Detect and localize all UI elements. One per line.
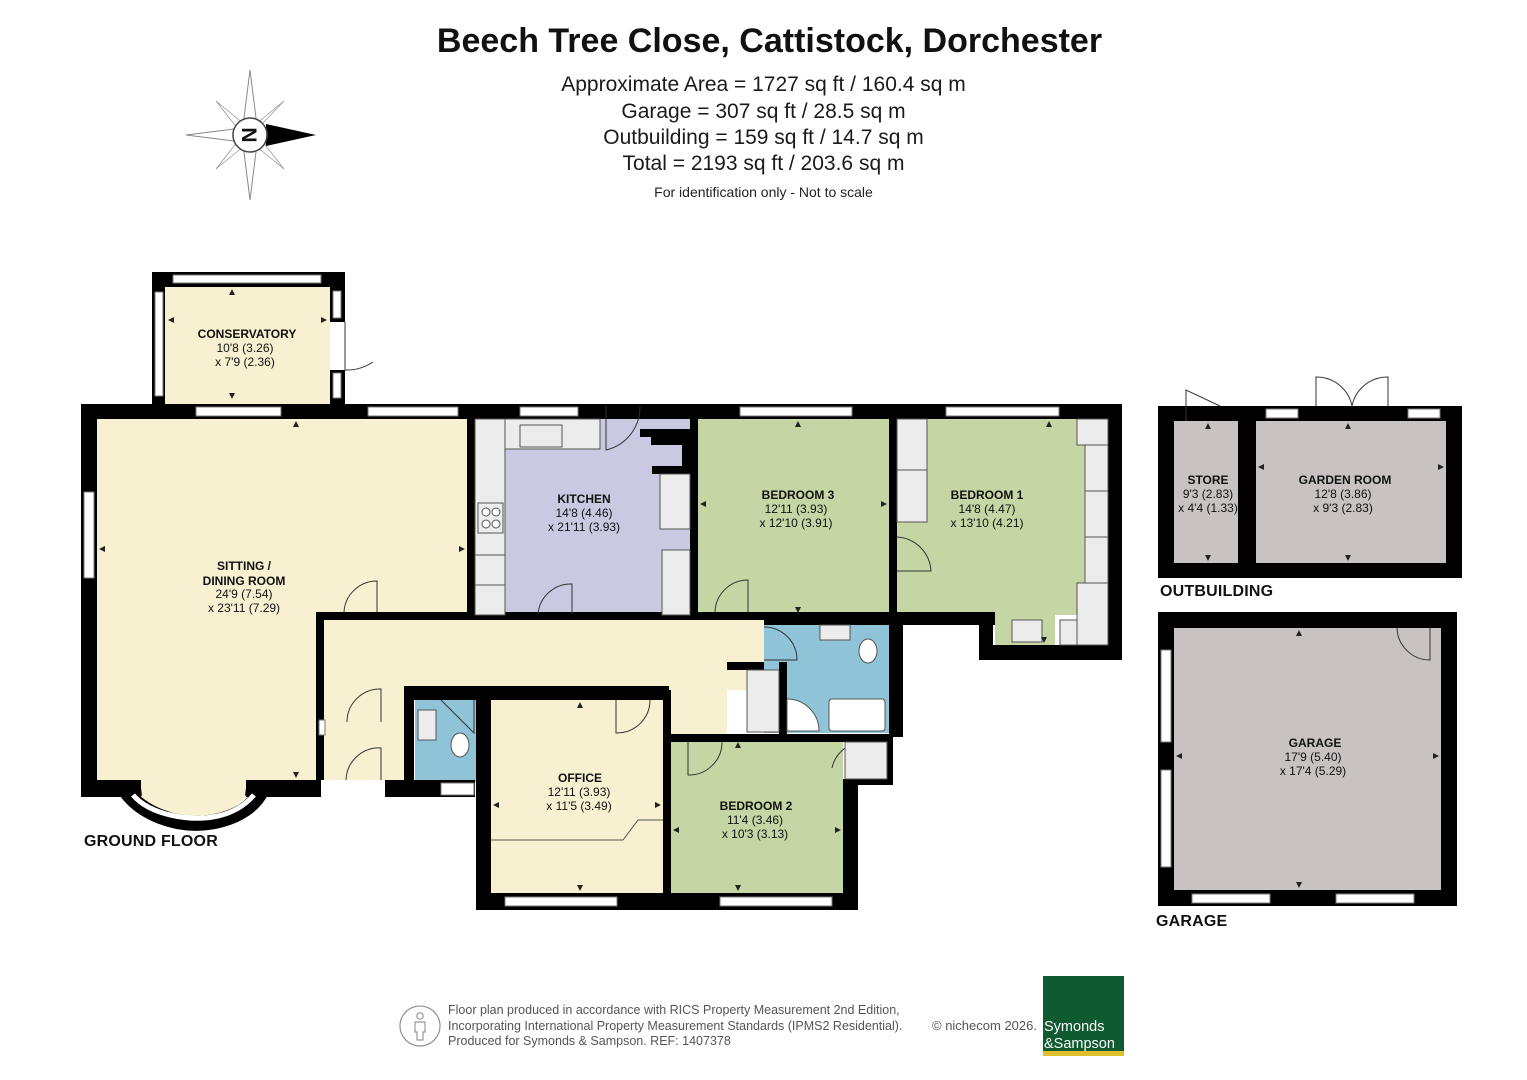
bedroom2-dim2: x 10'3 (3.13) bbox=[722, 827, 788, 841]
logo-bar bbox=[1043, 1051, 1124, 1056]
footer-note: Floor plan produced in accordance with R… bbox=[448, 1003, 902, 1050]
disclaimer: For identification only - Not to scale bbox=[654, 184, 873, 200]
ipms-person-icon bbox=[399, 1005, 441, 1047]
windows bbox=[83, 274, 1441, 907]
logo-text-1: Symonds bbox=[1044, 1019, 1105, 1035]
conservatory-fill bbox=[165, 287, 330, 405]
ground-floor-label: GROUND FLOOR bbox=[84, 833, 218, 850]
kitchen-fill bbox=[475, 419, 690, 616]
bedroom3-label: BEDROOM 3 bbox=[762, 488, 835, 502]
bedroom1-dim1: 14'8 (4.47) bbox=[959, 502, 1016, 516]
porch-fill bbox=[320, 690, 408, 780]
bedroom1-label: BEDROOM 1 bbox=[951, 488, 1024, 502]
garage-fill bbox=[1174, 628, 1441, 890]
compass-letter: N bbox=[237, 127, 260, 142]
hall-recess-fill bbox=[667, 690, 727, 738]
bedroom3-dim2: x 12'10 (3.91) bbox=[759, 516, 832, 530]
office-fill bbox=[491, 700, 663, 893]
conservatory-label: CONSERVATORY bbox=[198, 327, 297, 341]
office-dim2: x 11'5 (3.49) bbox=[546, 799, 611, 813]
garage-label: GARAGE bbox=[1289, 736, 1342, 750]
garden-room-label: GARDEN ROOM bbox=[1299, 473, 1392, 487]
garage-dim2: x 17'4 (5.29) bbox=[1280, 764, 1346, 778]
kitchen-dim1: 14'8 (4.46) bbox=[556, 506, 613, 520]
sitting-room-label: SITTING / bbox=[217, 559, 272, 573]
conservatory-dim2: x 7'9 (2.36) bbox=[215, 355, 275, 369]
bedroom2-label: BEDROOM 2 bbox=[720, 799, 793, 813]
office-label: OFFICE bbox=[558, 771, 602, 785]
garage-dim1: 17'9 (5.40) bbox=[1285, 750, 1342, 764]
fittings bbox=[417, 418, 1109, 780]
store-label: STORE bbox=[1187, 473, 1228, 487]
garage-floor-label: GARAGE bbox=[1156, 913, 1228, 930]
footer-line-3: Produced for Symonds & Sampson. REF: 140… bbox=[448, 1034, 731, 1048]
sitting-room-fill bbox=[97, 419, 467, 819]
sitting-room-dim1: 24'9 (7.54) bbox=[216, 587, 273, 601]
office-desk bbox=[491, 819, 663, 841]
store-dim2: x 4'4 (1.33) bbox=[1178, 501, 1238, 515]
garage-area: Garage = 307 sq ft / 28.5 sq m bbox=[621, 100, 906, 123]
office-dim1: 12'11 (3.93) bbox=[548, 785, 611, 799]
sitting-room-dim2: x 23'11 (7.29) bbox=[208, 601, 280, 615]
garden-room-fill bbox=[1256, 421, 1446, 563]
room-labels: CONSERVATORY 10'8 (3.26) x 7'9 (2.36) SI… bbox=[198, 327, 1392, 841]
measurement-arrows bbox=[99, 289, 1444, 891]
plan-title: Beech Tree Close, Cattistock, Dorchester bbox=[436, 22, 1103, 60]
logo-text-2: &Sampson bbox=[1044, 1036, 1115, 1052]
footer-line-2: Incorporating International Property Mea… bbox=[448, 1018, 903, 1033]
hall-fill bbox=[316, 620, 764, 690]
footer-line-1: Floor plan produced in accordance with R… bbox=[448, 1003, 900, 1017]
kitchen-dim2: x 21'11 (3.93) bbox=[548, 520, 620, 534]
bedroom2-fill bbox=[671, 740, 843, 893]
copyright: © nichecom 2026. bbox=[932, 1018, 1037, 1033]
bedroom3-fill bbox=[698, 419, 889, 615]
total-area: Total = 2193 sq ft / 203.6 sq m bbox=[622, 152, 905, 175]
bedroom1-dim2: x 13'10 (4.21) bbox=[950, 516, 1023, 530]
agent-logo: Symonds &Sampson bbox=[1043, 976, 1124, 1056]
outbuilding-label: OUTBUILDING bbox=[1160, 583, 1274, 600]
bedroom1-fill bbox=[897, 419, 1108, 615]
conservatory-dim1: 10'8 (3.26) bbox=[217, 341, 274, 355]
store-fill bbox=[1174, 421, 1238, 563]
kitchen-label: KITCHEN bbox=[557, 492, 610, 506]
bay-window bbox=[111, 780, 274, 831]
approximate-area: Approximate Area = 1727 sq ft / 160.4 sq… bbox=[561, 73, 966, 96]
bedroom3-dim1: 12'11 (3.93) bbox=[765, 502, 828, 516]
garden-room-dim2: x 9'3 (2.83) bbox=[1313, 501, 1373, 515]
garden-room-dim1: 12'8 (3.86) bbox=[1315, 487, 1372, 501]
bathroom-fixtures bbox=[450, 507, 886, 758]
store-dim1: 9'3 (2.83) bbox=[1183, 487, 1233, 501]
sitting-room-label-2: DINING ROOM bbox=[203, 574, 286, 588]
outbuilding-area: Outbuilding = 159 sq ft / 14.7 sq m bbox=[603, 126, 924, 149]
bedroom2-dim1: 11'4 (3.46) bbox=[727, 813, 783, 827]
compass-icon: N bbox=[185, 69, 316, 201]
